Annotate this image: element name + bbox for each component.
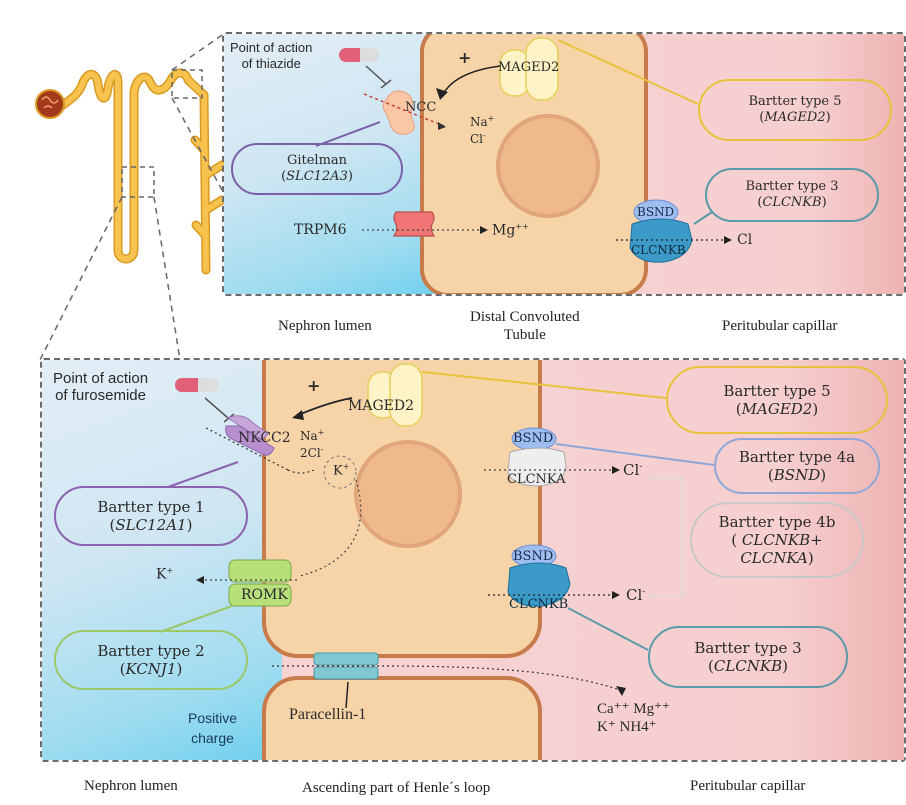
furosemide-label-line1: Point of action xyxy=(53,370,149,387)
cl-b-text: Cl xyxy=(626,586,643,604)
furosemide-label: Point of action of furosemide xyxy=(53,370,148,404)
bartter2-callout: Bartter type 2 (KCNJ1) xyxy=(54,630,248,690)
nucleus-bottom xyxy=(354,440,462,548)
bartter5-title-bottom: Bartter type 5 xyxy=(723,382,831,400)
caption-tubule-line1: Distal Convoluted xyxy=(470,309,580,325)
nkcc2-label: NKCC2 xyxy=(238,430,291,446)
mg-charge: ++ xyxy=(515,222,529,231)
gitelman-title: Gitelman xyxy=(286,153,348,169)
na-ion-top: Na+ Cl- xyxy=(470,112,494,146)
thiazide-label-line1: Point of action xyxy=(230,40,313,55)
thiazide-label: Point of action of thiazide xyxy=(230,40,312,72)
thiazide-label-line2: of thiazide xyxy=(241,56,301,71)
cations-label: Ca⁺⁺ Mg⁺⁺ K⁺ NH4⁺ xyxy=(597,700,670,736)
caption-tubule-line2: Tubule xyxy=(503,327,546,343)
k-out-charge: + xyxy=(166,566,174,575)
cl-a-charge: - xyxy=(639,462,643,472)
k-inside-charge: + xyxy=(342,462,350,471)
caption-lumen-bottom: Nephron lumen xyxy=(84,778,178,794)
bartter3-callout-top: Bartter type 3 (CLCNKB) xyxy=(705,168,879,222)
caption-capillary-top: Peritubular capillar xyxy=(722,318,838,334)
maged2-label-bottom: MAGED2 xyxy=(348,398,414,414)
cl-ion-a: Cl- xyxy=(623,461,642,479)
bartter4a-gene: BSND xyxy=(773,466,821,484)
na-charge: + xyxy=(487,114,495,123)
maged2-label-top: MAGED2 xyxy=(498,60,560,75)
caption-capillary-bottom: Peritubular capillar xyxy=(690,778,806,794)
k-ion-outside: K+ xyxy=(156,566,173,583)
caption-tubule-bottom: Ascending part of Henle´s loop xyxy=(302,780,491,796)
na-2cl-ions: Na+ 2Cl- xyxy=(300,426,324,460)
positive-charge-label: Positive charge xyxy=(188,708,237,748)
bartter3-gene-top: CLCNKB xyxy=(762,195,822,210)
clcnkb-label-top: CLCNKB xyxy=(631,243,686,257)
bsnd-label-b: BSND xyxy=(513,549,554,564)
bartter5-gene-bottom: MAGED2 xyxy=(741,400,813,418)
clcnka-label: CLCNKA xyxy=(507,472,566,487)
cations-line2: K⁺ NH4⁺ xyxy=(597,719,657,735)
positive-line1: Positive xyxy=(188,710,238,726)
henle-panel xyxy=(40,358,906,762)
romk-label: ROMK xyxy=(241,587,288,603)
k-ion-inside: K+ xyxy=(333,462,349,478)
nucleus xyxy=(496,114,600,218)
trpm6-label: TRPM6 xyxy=(294,222,347,238)
plus-sign-top: + xyxy=(458,48,472,67)
bartter5-gene-top: MAGED2 xyxy=(764,110,826,125)
bartter1-gene: SLC12A1 xyxy=(115,516,187,534)
gitelman-gene: SLC12A3 xyxy=(286,169,348,184)
na-text-bottom: Na xyxy=(300,429,318,443)
bsnd-label-top: BSND xyxy=(637,205,675,219)
cl-a-text: Cl xyxy=(623,461,640,479)
bartter3-callout-bottom: Bartter type 3 (CLCNKB) xyxy=(648,626,848,688)
caption-tubule-top: Distal Convoluted Tubule xyxy=(470,308,580,344)
bartter4a-title: Bartter type 4a xyxy=(738,448,856,466)
bartter3-gene-bottom: CLCNKB xyxy=(713,657,783,675)
bartter4b-title: Bartter type 4b xyxy=(718,513,836,531)
na-text: Na xyxy=(470,115,488,129)
cl-ion-top: Cl xyxy=(737,232,753,248)
2cl-charge: - xyxy=(320,445,324,454)
k-inside-text: K xyxy=(333,463,343,479)
bartter1-title: Bartter type 1 xyxy=(97,498,205,516)
bartter4a-callout: Bartter type 4a (BSND) xyxy=(714,438,880,494)
cl-text: Cl xyxy=(470,132,484,146)
bsnd-label-a: BSND xyxy=(513,431,554,446)
bartter2-gene: KCNJ1 xyxy=(125,660,177,678)
na-charge-bottom: + xyxy=(317,428,325,437)
bartter5-callout-bottom: Bartter type 5 (MAGED2) xyxy=(666,366,888,434)
k-out-text: K xyxy=(156,566,167,583)
caption-lumen-top: Nephron lumen xyxy=(278,318,372,334)
nephron-lumen-region-bottom xyxy=(42,360,282,760)
bartter4b-callout: Bartter type 4b ( CLCNKB+ CLCNKA) xyxy=(690,502,864,578)
bartter5-callout-top: Bartter type 5 (MAGED2) xyxy=(698,79,892,141)
clcnkb-label-bottom: CLCNKB xyxy=(509,597,569,612)
plus-sign-bottom: + xyxy=(307,376,321,395)
bartter1-callout: Bartter type 1 (SLC12A1) xyxy=(54,486,248,546)
gitelman-callout: Gitelman (SLC12A3) xyxy=(231,143,403,195)
bartter3-title-top: Bartter type 3 xyxy=(745,179,839,195)
mg-text: Mg xyxy=(492,222,516,239)
paracellin-label: Paracellin-1 xyxy=(289,706,367,723)
mg-ion-label: Mg++ xyxy=(492,222,529,239)
2cl-text: 2Cl xyxy=(300,446,321,460)
bartter4b-gene-line2: CLCNKA xyxy=(740,549,808,567)
ncc-label: NCC xyxy=(405,100,437,115)
bartter2-title: Bartter type 2 xyxy=(97,642,205,660)
cl-charge: - xyxy=(483,131,486,140)
cl-b-charge: - xyxy=(642,587,646,597)
positive-line2: charge xyxy=(191,730,234,746)
furosemide-label-line2: of furosemide xyxy=(55,387,146,404)
bartter5-title-top: Bartter type 5 xyxy=(748,94,842,110)
bartter4b-gene-line1: CLCNKB+ xyxy=(741,531,823,549)
bartter3-title-bottom: Bartter type 3 xyxy=(694,639,802,657)
cations-line1: Ca⁺⁺ Mg⁺⁺ xyxy=(597,701,670,717)
cl-ion-b: Cl- xyxy=(626,586,645,604)
